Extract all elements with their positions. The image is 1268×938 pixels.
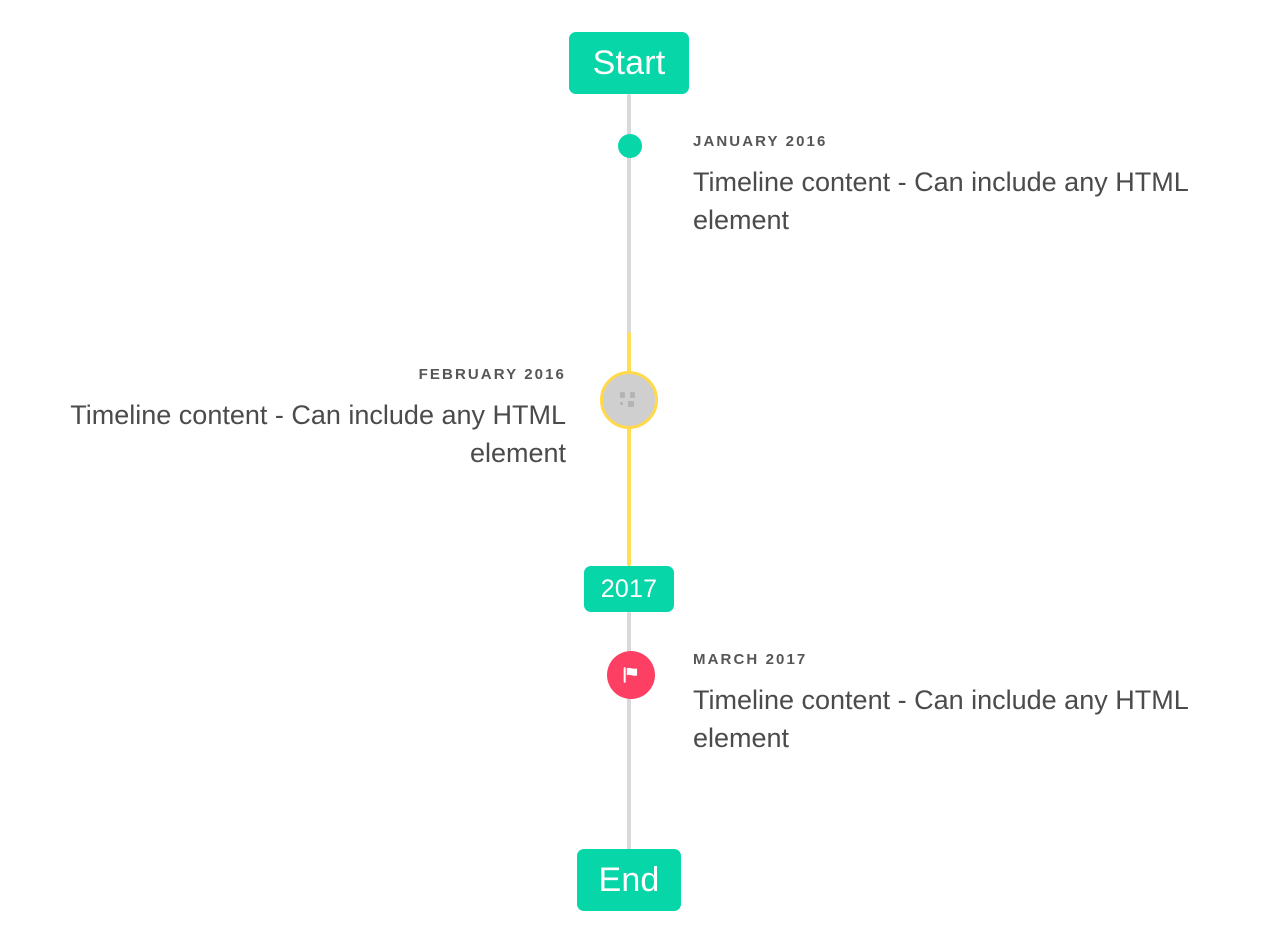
timeline-entry-date: FEBRUARY 2016 xyxy=(418,366,566,383)
timeline-year-badge[interactable]: 2017 xyxy=(584,566,674,612)
timeline-marker-dot-january[interactable] xyxy=(618,134,642,158)
timeline-entry-february: FEBRUARY 2016 Timeline content - Can inc… xyxy=(38,366,566,473)
timeline-entry-body: Timeline content - Can include any HTML … xyxy=(70,400,566,469)
timeline-marker-circle-february[interactable] xyxy=(600,371,658,429)
timeline-marker-flag-march[interactable] xyxy=(607,651,655,699)
timeline-end-badge[interactable]: End xyxy=(577,849,681,911)
timeline-entry-date: JANUARY 2016 xyxy=(693,133,828,150)
timeline-entry-body: Timeline content - Can include any HTML … xyxy=(693,167,1188,236)
timeline-start-badge[interactable]: Start xyxy=(569,32,689,94)
timeline-line-segment-gray-top xyxy=(627,94,631,334)
timeline-line-segment-gray-bottom xyxy=(627,612,631,851)
timeline-entry-january: JANUARY 2016 Timeline content - Can incl… xyxy=(693,133,1228,240)
timeline-entry-date: MARCH 2017 xyxy=(693,651,808,668)
image-placeholder-icon xyxy=(620,392,635,407)
flag-icon xyxy=(623,667,638,683)
timeline-entry-march: MARCH 2017 Timeline content - Can includ… xyxy=(693,651,1228,758)
timeline-line-segment-yellow xyxy=(627,332,631,566)
timeline-entry-body: Timeline content - Can include any HTML … xyxy=(693,685,1188,754)
